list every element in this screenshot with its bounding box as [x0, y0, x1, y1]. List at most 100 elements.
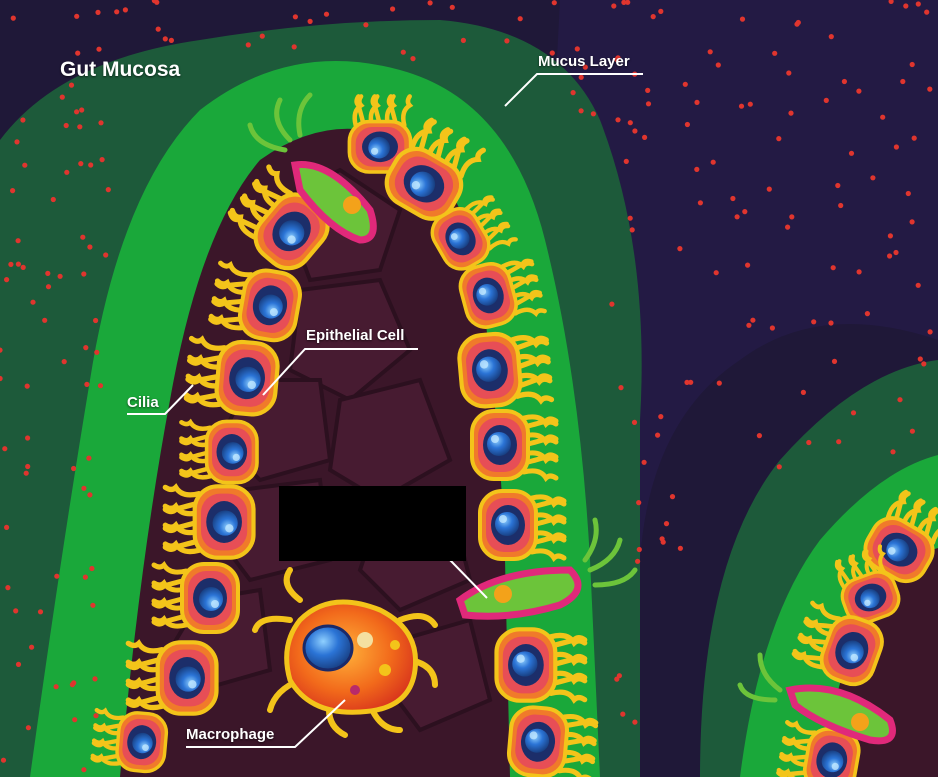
bacteria-dot-icon: [850, 410, 857, 416]
bacteria-dot-icon: [677, 246, 683, 252]
bacteria-dot-icon: [776, 136, 782, 142]
epithelial-cell-label: Epithelial Cell: [306, 327, 405, 344]
bacteria-dot-icon: [72, 717, 78, 723]
epithelial-cell-icon: [179, 418, 259, 485]
goblet-cell-icon: [737, 652, 896, 745]
bacteria-dot-icon: [811, 319, 817, 325]
bacteria-dot-icon: [0, 375, 3, 382]
bacteria-dot-icon: [75, 50, 81, 56]
bacteria-dot-icon: [900, 78, 906, 85]
epithelial-cell-icon: [457, 331, 555, 409]
page-title: Gut Mucosa: [60, 58, 181, 81]
bacteria-dot-icon: [83, 345, 89, 351]
bacteria-dot-icon: [745, 262, 751, 268]
bacteria-dot-icon: [63, 122, 69, 129]
bacteria-dot-icon: [627, 120, 633, 126]
epithelial-cell-icon: [384, 117, 486, 221]
bacteria-dot-icon: [77, 124, 83, 130]
bacteria-dot-icon: [655, 432, 661, 438]
bacteria-dot-icon: [87, 244, 93, 250]
bacteria-dot-icon: [856, 88, 862, 94]
goblet-cell-leader: [449, 559, 488, 599]
bacteria-dot-icon: [42, 317, 48, 323]
bacteria-dot-icon: [549, 50, 555, 56]
bacteria-dot-icon: [915, 1, 921, 7]
goblet-cell-icon: [455, 517, 638, 620]
bacteria-dot-icon: [682, 81, 688, 87]
bacteria-dot-icon: [915, 282, 921, 288]
bacteria-dot-icon: [24, 383, 30, 389]
bacteria-dot-icon: [636, 500, 642, 506]
bacteria-dot-icon: [13, 608, 19, 614]
bacteria-dot-icon: [103, 252, 109, 258]
bacteria-dot-icon: [8, 261, 14, 267]
bacteria-dot-icon: [81, 271, 87, 277]
epithelial-cell-icon: [208, 260, 302, 343]
bacteria-dot-icon: [806, 439, 812, 446]
cilia-leader: [127, 384, 194, 415]
bacteria-dot-icon: [80, 234, 86, 240]
bacteria-dot-icon: [788, 110, 794, 116]
bacteria-dot-icon: [887, 233, 894, 239]
bacteria-dot-icon: [0, 347, 3, 353]
bacteria-dot-icon: [78, 161, 84, 167]
mucus-layer-label: Mucus Layer: [538, 53, 630, 70]
bacteria-dot-icon: [69, 682, 75, 688]
bacteria-dot-icon: [800, 389, 807, 395]
bacteria-dot-icon: [59, 94, 65, 100]
bacteria-dot-icon: [15, 238, 21, 244]
bacteria-dot-icon: [61, 359, 67, 365]
bacteria-dot-icon: [756, 433, 763, 439]
bacteria-dot-icon: [766, 186, 772, 192]
bacteria-dot-icon: [625, 0, 631, 5]
epithelial-cell-icon: [776, 720, 861, 777]
bacteria-dot-icon: [716, 380, 722, 386]
bacteria-dot-icon: [79, 107, 85, 113]
bacteria-dot-icon: [292, 14, 298, 20]
bacteria-dot-icon: [517, 16, 523, 22]
bacteria-dot-icon: [828, 320, 834, 326]
bacteria-dot-icon: [870, 175, 876, 181]
bacteria-dot-icon: [645, 101, 652, 107]
bacteria-dot-icon: [410, 56, 416, 62]
bacteria-dot-icon: [663, 521, 670, 527]
bacteria-dot-icon: [45, 270, 51, 276]
bacteria-dot-icon: [658, 8, 664, 14]
bacteria-dot-icon: [830, 265, 836, 271]
macrophage-label: Macrophage: [186, 726, 275, 743]
epithelial-cell-icon: [227, 164, 330, 271]
bacteria-dot-icon: [15, 661, 22, 668]
bacteria-dot-icon: [620, 711, 626, 717]
bacteria-dot-icon: [4, 277, 10, 283]
bacteria-dot-icon: [87, 492, 93, 498]
bacteria-dot-icon: [836, 439, 842, 445]
bacteria-dot-icon: [750, 317, 756, 323]
bacteria-dot-icon: [14, 139, 20, 145]
bacteria-dot-icon: [888, 0, 894, 4]
bacteria-dot-icon: [629, 227, 635, 233]
bacteria-dot-icon: [684, 121, 691, 128]
epithelial-cell-leader: [262, 348, 418, 396]
bacteria-dot-icon: [927, 329, 933, 335]
bacteria-dot-icon: [713, 270, 719, 276]
bacteria-dot-icon: [823, 97, 829, 103]
bacteria-dot-icon: [5, 585, 11, 591]
bacteria-dot-icon: [927, 86, 933, 92]
bacteria-dot-icon: [71, 465, 77, 472]
bacteria-dot-icon: [68, 82, 75, 88]
bacteria-dot-icon: [631, 419, 638, 425]
bacteria-dot-icon: [155, 26, 161, 32]
bacteria-dot-icon: [618, 385, 624, 391]
bacteria-dot-icon: [84, 381, 90, 387]
bacteria-dot-icon: [772, 50, 778, 56]
bacteria-dot-icon: [89, 565, 95, 572]
bacteria-dot-icon: [769, 325, 776, 331]
bacteria-dot-icon: [29, 644, 35, 650]
bacteria-dot-icon: [835, 182, 841, 189]
bacteria-dot-icon: [746, 322, 752, 328]
epithelial-cell-icon: [125, 639, 219, 716]
cilia-label: Cilia: [127, 394, 159, 411]
bacteria-dot-icon: [694, 99, 700, 105]
bacteria-dot-icon: [427, 0, 433, 6]
